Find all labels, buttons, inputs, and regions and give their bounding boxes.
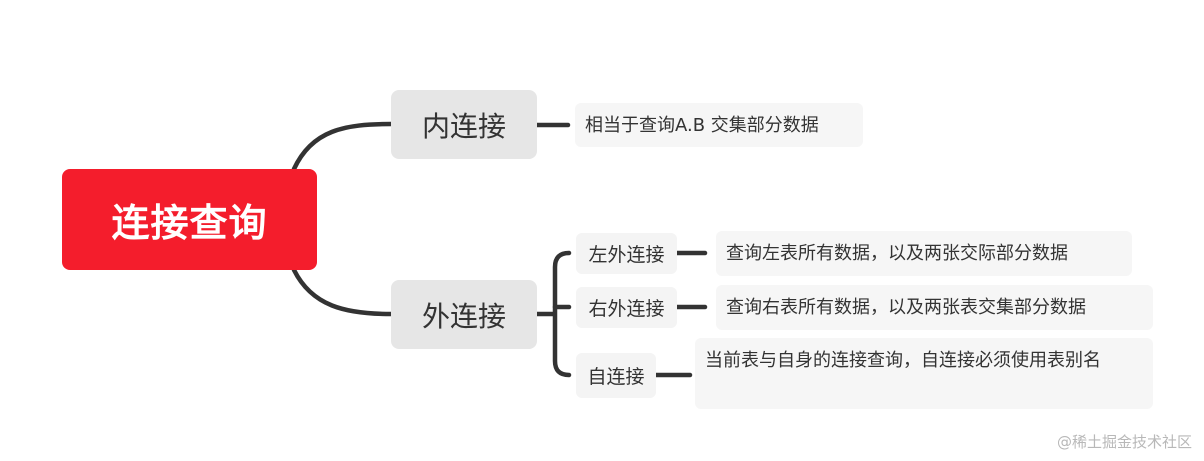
inner-join-detail[interactable]: 相当于查询A.B 交集部分数据 — [575, 103, 863, 147]
left-outer-join-node[interactable]: 左外连接 — [576, 233, 677, 274]
connector-outer-fork — [552, 250, 572, 378]
connector-root-outer — [291, 267, 394, 317]
watermark: @稀土掘金技术社区 — [1056, 433, 1192, 451]
root-node[interactable]: 连接查询 — [62, 169, 317, 270]
self-join-detail[interactable]: 当前表与自身的连接查询，自连接必须使用表别名 — [695, 338, 1153, 409]
right-outer-join-detail[interactable]: 查询右表所有数据，以及两张表交集部分数据 — [716, 285, 1153, 330]
inner-join-node[interactable]: 内连接 — [391, 90, 537, 159]
self-join-node[interactable]: 自连接 — [576, 353, 656, 398]
right-outer-join-node[interactable]: 右外连接 — [576, 287, 677, 328]
left-outer-join-detail[interactable]: 查询左表所有数据，以及两张交际部分数据 — [716, 231, 1132, 276]
outer-join-node[interactable]: 外连接 — [391, 280, 537, 349]
connector-root-inner — [291, 121, 394, 172]
